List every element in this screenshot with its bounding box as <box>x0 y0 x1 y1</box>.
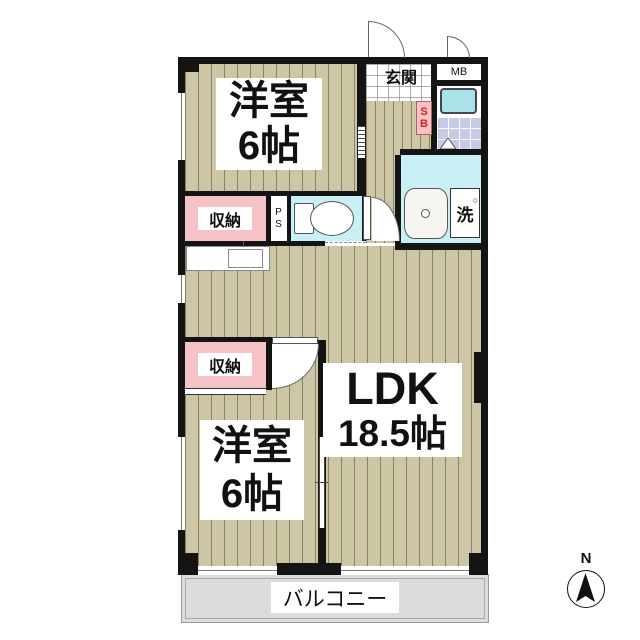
shoe-box-label: S B <box>416 101 432 135</box>
outer-wall-right <box>481 57 488 574</box>
wall-pillar-ldk-right <box>474 352 481 403</box>
bath-door-marker <box>440 138 456 149</box>
ldk-name: LDK <box>346 363 439 414</box>
entrance-door-leaf <box>368 21 369 57</box>
laundry-label: 洗 ○ <box>450 188 480 238</box>
wall-storage-row-bottom <box>185 241 325 246</box>
toilet-bowl <box>310 201 354 236</box>
storage2-label: 収納 <box>198 353 252 376</box>
corner-pillar-bottomleft <box>185 553 198 567</box>
outer-wall-left <box>178 57 185 574</box>
storage2-sliding-door <box>185 388 266 395</box>
pipe-space-s: S <box>275 218 282 230</box>
kitchen-sink <box>228 249 263 268</box>
outer-wall-top <box>178 57 488 64</box>
meter-box-area <box>437 64 481 80</box>
wall-bedroom1-bottom <box>185 191 357 196</box>
ldk-size: 18.5帖 <box>337 413 447 454</box>
corner-pillar-topleft <box>185 64 199 72</box>
wall-bath-washroom <box>400 149 481 155</box>
window-bedroom2-left <box>178 437 185 530</box>
pipe-space-p: P <box>275 206 282 218</box>
wall-washroom-left <box>395 155 401 250</box>
entrance-label: 玄関 <box>378 65 424 87</box>
wall-storage2-right <box>266 337 272 390</box>
mb-door-arc <box>447 36 470 58</box>
wall-mb-bottom <box>437 80 481 86</box>
balcony-text: バルコニー <box>282 587 388 611</box>
compass-n-text: N <box>580 549 592 567</box>
wall-bottom-center <box>277 563 341 574</box>
wall-hall-bath <box>431 64 437 155</box>
entrance-door-arc <box>368 21 405 58</box>
bedroom1-door <box>358 126 365 158</box>
kitchen-faucet-icon <box>243 241 244 247</box>
shoe-box-s: S <box>420 106 428 118</box>
hall-ldk-door-leaf <box>363 196 371 240</box>
north-arrow-icon <box>576 573 595 602</box>
ldk-label: LDK 18.5帖 <box>323 363 462 457</box>
ldk-boundary-dashed-line <box>325 242 366 243</box>
storage1-text: 収納 <box>208 212 241 230</box>
laundry-text: 洗 <box>456 205 474 225</box>
laundry-pan-icon: ○ <box>472 195 478 205</box>
window-bedroom2-bottom <box>198 566 277 575</box>
wall-washroom-bottom <box>400 243 481 250</box>
window-ldk-left <box>178 275 185 303</box>
window-bedroom1-left <box>178 93 185 160</box>
bedroom2-name: 洋室 <box>212 424 292 468</box>
bedroom1-label: 洋室 6帖 <box>216 78 322 170</box>
wall-storage2-top <box>185 337 272 342</box>
bedroom2-label: 洋室 6帖 <box>200 420 304 520</box>
corner-pillar-bottomright <box>469 553 481 567</box>
storage1-label: 収納 <box>198 207 252 230</box>
partition-center-tick <box>315 482 328 483</box>
meter-box-text: MB <box>450 66 468 78</box>
storage2-text: 収納 <box>208 358 241 376</box>
wall-storage1-ps <box>266 196 271 241</box>
bathtub <box>440 88 477 114</box>
balcony-label: バルコニー <box>271 582 399 613</box>
bedroom2-door-leaf <box>272 337 318 344</box>
washbasin-drain-icon <box>421 209 430 218</box>
meter-box-label: MB <box>437 64 481 80</box>
mb-door-leaf <box>447 36 448 57</box>
pipe-space-label: P S <box>270 198 287 239</box>
wall-ps-toilet <box>287 196 291 241</box>
bedroom1-size: 6帖 <box>237 124 301 168</box>
bedroom2-size: 6帖 <box>220 472 284 516</box>
bedroom1-name: 洋室 <box>229 79 309 123</box>
entrance-tile-floor <box>366 64 431 102</box>
compass-north-label: N <box>573 549 599 567</box>
entrance-text: 玄関 <box>384 70 417 87</box>
shoe-box-b: B <box>420 118 428 130</box>
pipe-space-area <box>270 196 287 241</box>
compass-circle <box>567 570 605 608</box>
window-ldk-bottom <box>341 566 469 575</box>
